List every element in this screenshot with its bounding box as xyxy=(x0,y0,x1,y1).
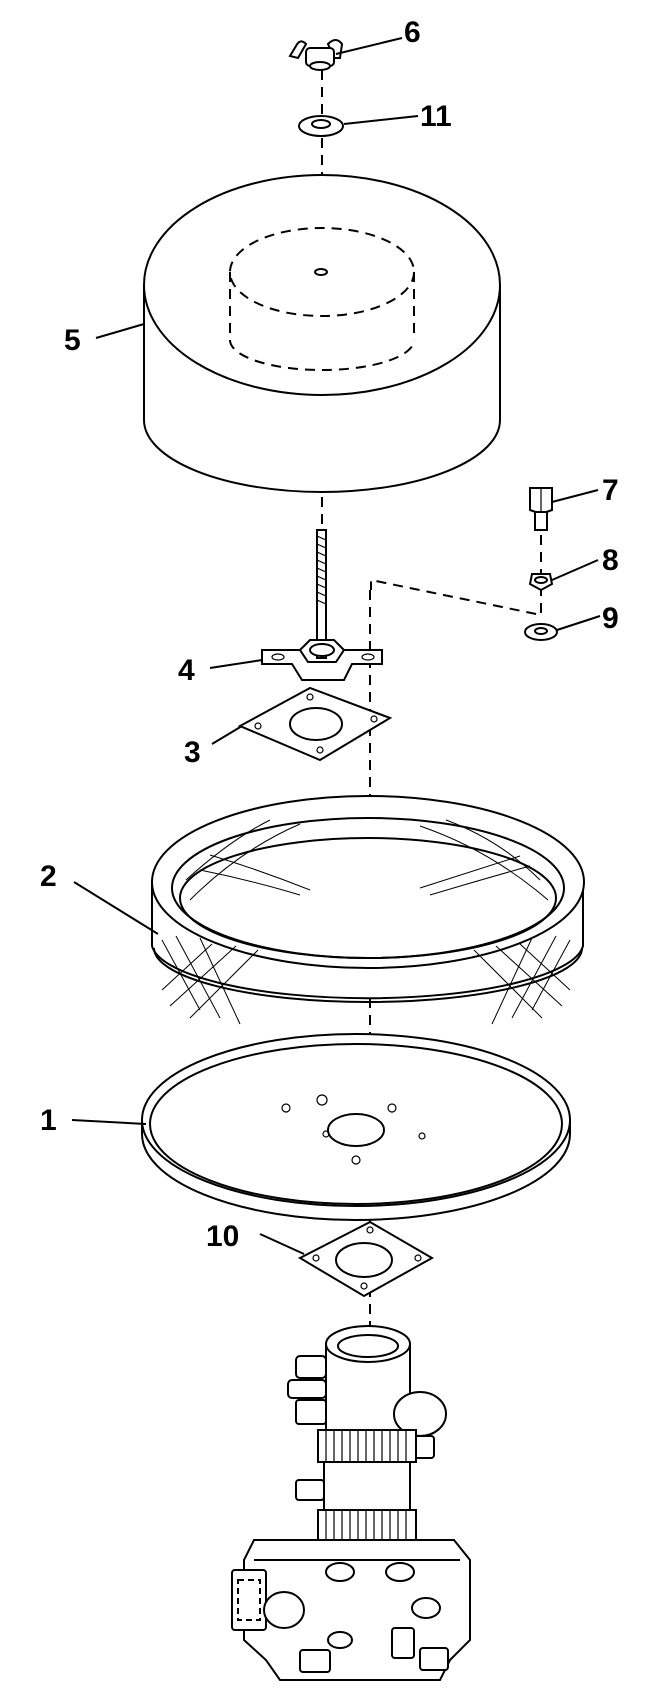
part-9-washer xyxy=(524,615,601,641)
part-1-base-plate xyxy=(71,1033,571,1221)
callout-11: 11 xyxy=(420,100,452,133)
callout-9: 9 xyxy=(602,602,619,635)
callout-4: 4 xyxy=(178,654,195,687)
callout-1: 1 xyxy=(40,1104,57,1137)
callout-6: 6 xyxy=(404,16,421,49)
part-10-gasket xyxy=(259,1220,435,1298)
part-11-washer xyxy=(298,115,419,137)
callout-3: 3 xyxy=(184,736,201,769)
part-8-nut xyxy=(528,559,599,592)
part-3-gasket xyxy=(211,686,393,762)
part-4-stud-bracket xyxy=(209,529,383,681)
callout-5: 5 xyxy=(64,324,81,357)
part-6-wing-nut xyxy=(288,37,403,71)
throttle-body-assembly xyxy=(231,1325,471,1681)
part-5-air-cleaner-cover xyxy=(95,174,501,493)
callout-7: 7 xyxy=(602,474,619,507)
part-7-bolt xyxy=(529,487,599,531)
callout-2: 2 xyxy=(40,860,57,893)
callout-labels: 6 11 5 7 8 9 4 3 2 1 10 xyxy=(40,16,619,1253)
callout-8: 8 xyxy=(602,544,619,577)
part-2-filter-element xyxy=(73,795,585,1025)
callout-10: 10 xyxy=(206,1220,239,1253)
